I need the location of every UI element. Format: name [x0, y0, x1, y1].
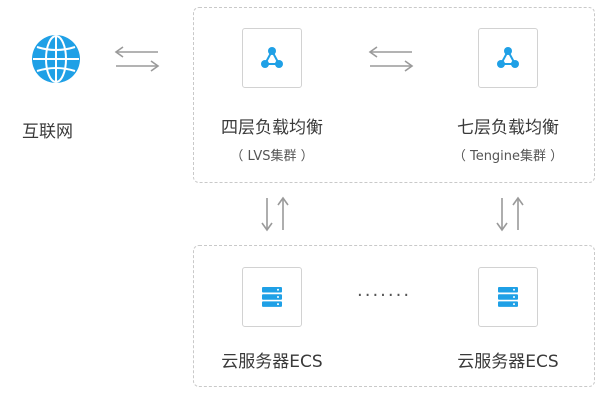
ellipsis-dots: ······· — [357, 285, 412, 306]
network-node-icon — [497, 47, 519, 68]
l4-load-balancer-node — [242, 28, 302, 88]
ecs-right-label: 云服务器ECS — [457, 352, 559, 372]
ecs-server-node-left — [242, 267, 302, 327]
server-stack-icon — [498, 287, 518, 307]
ecs-server-node-right — [478, 267, 538, 327]
vertical-bidirectional-arrow-icon — [259, 195, 291, 233]
l7-load-balancer-node — [478, 28, 538, 88]
vertical-bidirectional-arrow-icon — [494, 195, 526, 233]
l7-sublabel: （ Tengine集群 ） — [452, 149, 564, 164]
globe-icon — [30, 33, 82, 85]
internet-label: 互联网 — [22, 122, 73, 142]
bidirectional-arrow-icon — [113, 44, 161, 74]
l4-label: 四层负载均衡 — [221, 118, 323, 138]
l7-label: 七层负载均衡 — [457, 118, 559, 138]
bidirectional-arrow-icon — [367, 44, 415, 74]
ecs-left-label: 云服务器ECS — [221, 352, 323, 372]
server-stack-icon — [262, 287, 282, 307]
l4-sublabel: （ LVS集群 ） — [230, 149, 314, 164]
ecs-group — [193, 245, 595, 387]
network-node-icon — [261, 47, 283, 68]
load-balancer-group — [193, 7, 595, 183]
